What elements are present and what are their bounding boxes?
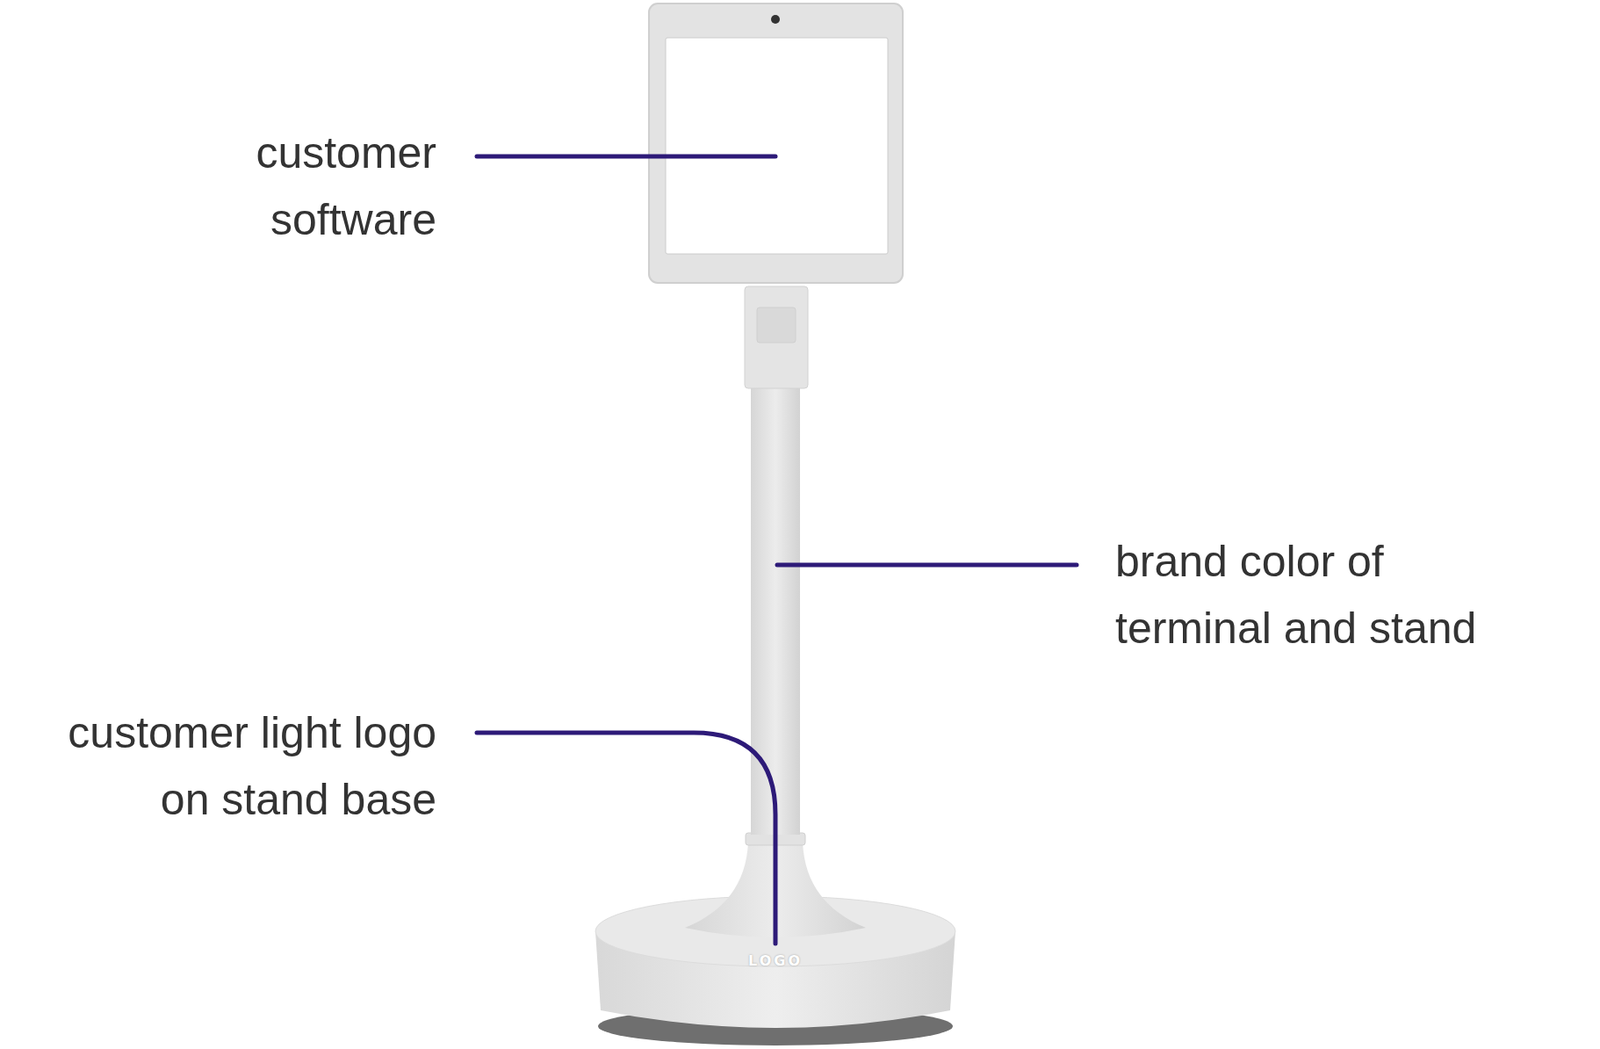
hinge-joint (756, 307, 796, 343)
hinge (744, 286, 808, 389)
terminal-screen (665, 37, 888, 254)
pole (750, 386, 800, 835)
terminal-housing (648, 3, 903, 283)
callout-label: customer light logo on stand base (23, 699, 437, 833)
logo-mark: LOGO (748, 951, 803, 969)
camera (771, 14, 780, 24)
leader-line (476, 154, 776, 159)
callout-label: customer software (172, 119, 437, 253)
callout-label: brand color of terminal and stand (1115, 527, 1537, 662)
leader-line (476, 732, 776, 944)
leader-line (777, 562, 1077, 568)
